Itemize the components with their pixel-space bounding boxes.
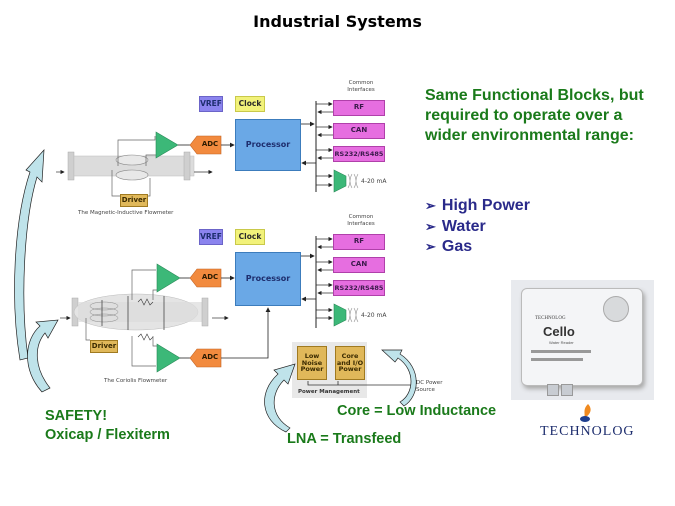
device-label-line (531, 350, 591, 353)
arrow-bullet-icon: ➢ (425, 198, 436, 213)
common-interfaces-label-top: Common Interfaces (347, 80, 375, 93)
device-subtitle: Water Reader (549, 340, 574, 345)
device-cable-gland (561, 384, 573, 396)
cello-device-photo: TECHNOLOG Cello Water Reader (511, 280, 654, 400)
arrow-bullet-icon: ➢ (425, 218, 436, 234)
curved-arrows (14, 149, 417, 433)
rs232-interface-bottom: RS232/RS485 (333, 280, 385, 296)
core-callout: Core = Low Inductance (337, 403, 497, 419)
arrow-bullet-icon: ➢ (425, 239, 436, 254)
rs232-interface-top: RS232/RS485 (333, 146, 385, 162)
clock-block-top: Clock (235, 96, 265, 112)
coriolis-flowmeter-pipe (60, 236, 359, 373)
bullet-item: ➢Gas (425, 237, 530, 258)
processor-block-top: Processor (235, 119, 301, 171)
rf-interface-bottom: RF (333, 234, 385, 250)
technolog-logo: TECHNOLOG (540, 424, 635, 439)
dc-power-source-label: DC Power Source (416, 380, 443, 393)
magnetic-flowmeter-pipe (56, 101, 359, 197)
bullet-item: ➢High Power (425, 196, 530, 217)
driver-block-top: Driver (120, 194, 148, 207)
magnetic-flowmeter-caption: The Magnetic-Inductive Flowmeter (78, 210, 174, 216)
bullet-item: ➢Water (425, 217, 530, 238)
safety-callout: SAFETY! (45, 408, 108, 424)
clock-block-bottom: Clock (235, 229, 265, 245)
bullet-list: ➢High Power ➢Water ➢Gas (425, 196, 530, 258)
can-interface-top: CAN (333, 123, 385, 139)
adc-block-bottom-2: ADC (201, 353, 219, 362)
vref-block-top: VREF (199, 96, 223, 112)
current-loop-label-bottom: 4-20 mA (361, 312, 387, 319)
power-management-label: Power Management (298, 389, 360, 395)
core-io-power-block: Core and I/O Power (335, 346, 365, 380)
page-title: Industrial Systems (253, 12, 422, 31)
adc-block-bottom-1: ADC (201, 273, 219, 282)
technolog-flame-icon (580, 404, 591, 422)
device-brand: TECHNOLOG (535, 316, 566, 321)
coriolis-flowmeter-caption: The Coriolis Flowmeter (104, 378, 168, 384)
device-label-line (531, 358, 583, 361)
device-cable-gland (547, 384, 559, 396)
adc-block-top: ADC (201, 140, 219, 149)
current-loop-label-top: 4-20 mA (361, 178, 387, 185)
can-interface-bottom: CAN (333, 257, 385, 273)
vref-block-bottom: VREF (199, 229, 223, 245)
lna-callout: LNA = Transfeed (287, 431, 402, 447)
common-interfaces-label-bottom: Common Interfaces (347, 214, 375, 227)
low-noise-power-block: Low Noise Power (297, 346, 327, 380)
processor-block-bottom: Processor (235, 252, 301, 306)
device-sensor-window (603, 296, 629, 322)
main-description: Same Functional Blocks, but required to … (425, 87, 644, 144)
oxicap-callout: Oxicap / Flexiterm (45, 427, 170, 443)
rf-interface-top: RF (333, 100, 385, 116)
driver-block-bottom: Driver (90, 340, 118, 353)
device-product-name: Cello (543, 324, 575, 339)
